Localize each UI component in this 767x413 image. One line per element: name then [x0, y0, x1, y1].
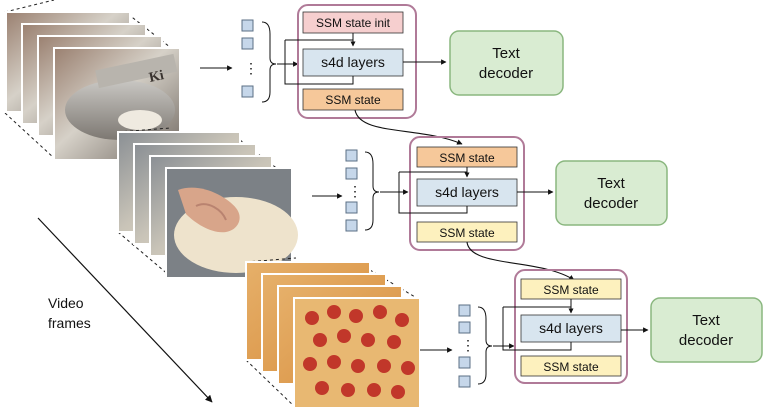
pepperoni-pizza-frame [293, 297, 421, 409]
ssm-state-label: SSM state [439, 151, 495, 165]
text-decoder-box [555, 160, 668, 226]
brace [477, 306, 493, 385]
ssm-state-label: SSM state [439, 226, 495, 240]
pizza-dough-frame [165, 167, 298, 279]
token-column [458, 304, 471, 388]
frame-stack-3 [245, 257, 421, 409]
stage-3: ⋮ SSM state s4d layers SSM state Text de… [420, 269, 763, 388]
text-decoder-label-1: Text [492, 45, 520, 62]
ssm-state-label: SSM state [543, 283, 599, 297]
text-decoder-label-2: decoder [679, 332, 733, 349]
token-ellipsis: ⋮ [244, 60, 258, 76]
stage-2: ⋮ SSM state s4d layers SSM state Text de… [312, 136, 668, 251]
s4d-layers-box [520, 314, 622, 343]
video-label-line2: frames [48, 315, 91, 331]
ssm-state-init-label: SSM state init [316, 16, 391, 30]
ssm-state-box [302, 88, 404, 111]
time-arrow [37, 217, 213, 403]
text-decoder-label-1: Text [597, 175, 625, 192]
token-ellipsis: ⋮ [461, 337, 475, 353]
text-decoder-label-2: decoder [584, 195, 638, 212]
brace [261, 21, 277, 103]
s4d-layers-box [302, 48, 404, 77]
token-ellipsis: ⋮ [348, 183, 362, 199]
stage-1: ⋮ SSM state init s4d layers SSM state Te… [200, 4, 564, 119]
token-column [241, 19, 254, 98]
ssm-module [409, 136, 525, 251]
text-decoder-label-2: decoder [479, 65, 533, 82]
brace [364, 151, 380, 231]
s4d-layers-label: s4d layers [435, 184, 499, 200]
text-decoder-label-1: Text [692, 312, 720, 329]
state-transfer-arrow-2 [466, 241, 575, 281]
s4d-layers-label: s4d layers [539, 320, 603, 336]
video-label-line1: Video [48, 295, 84, 311]
s4d-layers-box [416, 178, 518, 207]
frame-stack-2 [117, 127, 298, 279]
ssm-state-box [520, 355, 622, 377]
state-transfer-arrow-1 [354, 109, 463, 145]
s4d-layers-label: s4d layers [321, 54, 385, 70]
svg-text:Ki: Ki [148, 68, 166, 86]
ssm-module [514, 269, 628, 384]
ssm-state-label: SSM state [325, 93, 381, 107]
text-decoder-box [650, 297, 763, 363]
text-decoder-box [449, 30, 564, 96]
token-column [345, 149, 358, 232]
ssm-state-label: SSM state [543, 360, 599, 374]
